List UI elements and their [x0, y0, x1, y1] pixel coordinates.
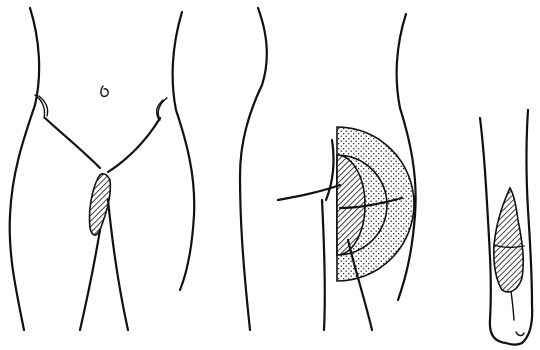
side-left-body-outline	[240, 8, 267, 330]
leg-view-figure	[480, 110, 532, 345]
leg-right-outline	[522, 110, 532, 343]
front-groin-hatched-zone	[89, 174, 110, 235]
front-view-figure	[10, 8, 195, 330]
left-inner-thigh-line	[80, 230, 100, 330]
right-inguinal-line	[108, 118, 160, 172]
leg-hatched-zone	[494, 188, 523, 292]
side-right-body-outline	[397, 14, 416, 300]
leg-ankle-mark	[516, 332, 524, 336]
left-body-outline	[10, 8, 39, 330]
side-view-figure	[240, 8, 416, 330]
side-front-thigh-line	[322, 200, 325, 330]
side-abdominal-curve	[326, 140, 334, 200]
leg-foot-base	[506, 343, 522, 345]
navel-mark	[101, 86, 108, 96]
right-inner-thigh-line	[108, 200, 128, 330]
left-inguinal-line	[45, 118, 100, 168]
right-body-outline	[173, 12, 195, 290]
